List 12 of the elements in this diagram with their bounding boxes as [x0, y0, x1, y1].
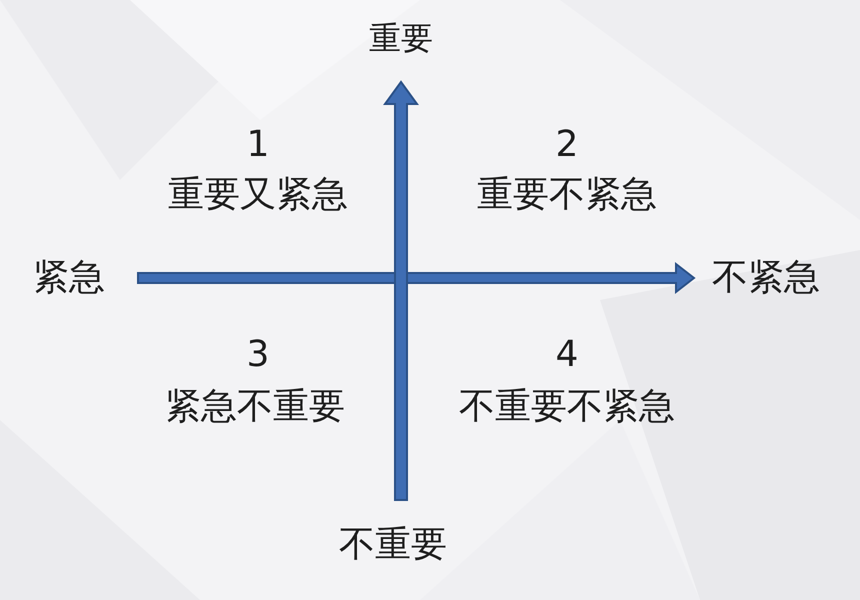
- quadrant-number: 1: [246, 127, 270, 163]
- axis-label: 紧急: [33, 260, 105, 296]
- axis-label: 不重要: [339, 527, 447, 563]
- quadrant-label: 重要又紧急: [168, 177, 348, 213]
- quadrant-label: 紧急不重要: [165, 389, 345, 425]
- quadrant-number: 2: [556, 127, 578, 163]
- quadrant-label: 重要不紧急: [477, 177, 657, 213]
- quadrant-number: 4: [556, 337, 578, 373]
- axis-label: 不紧急: [712, 260, 820, 296]
- quadrant-label: 不重要不紧急: [459, 389, 675, 425]
- axis-label: 重要: [369, 22, 433, 54]
- quadrant-number: 3: [246, 337, 270, 373]
